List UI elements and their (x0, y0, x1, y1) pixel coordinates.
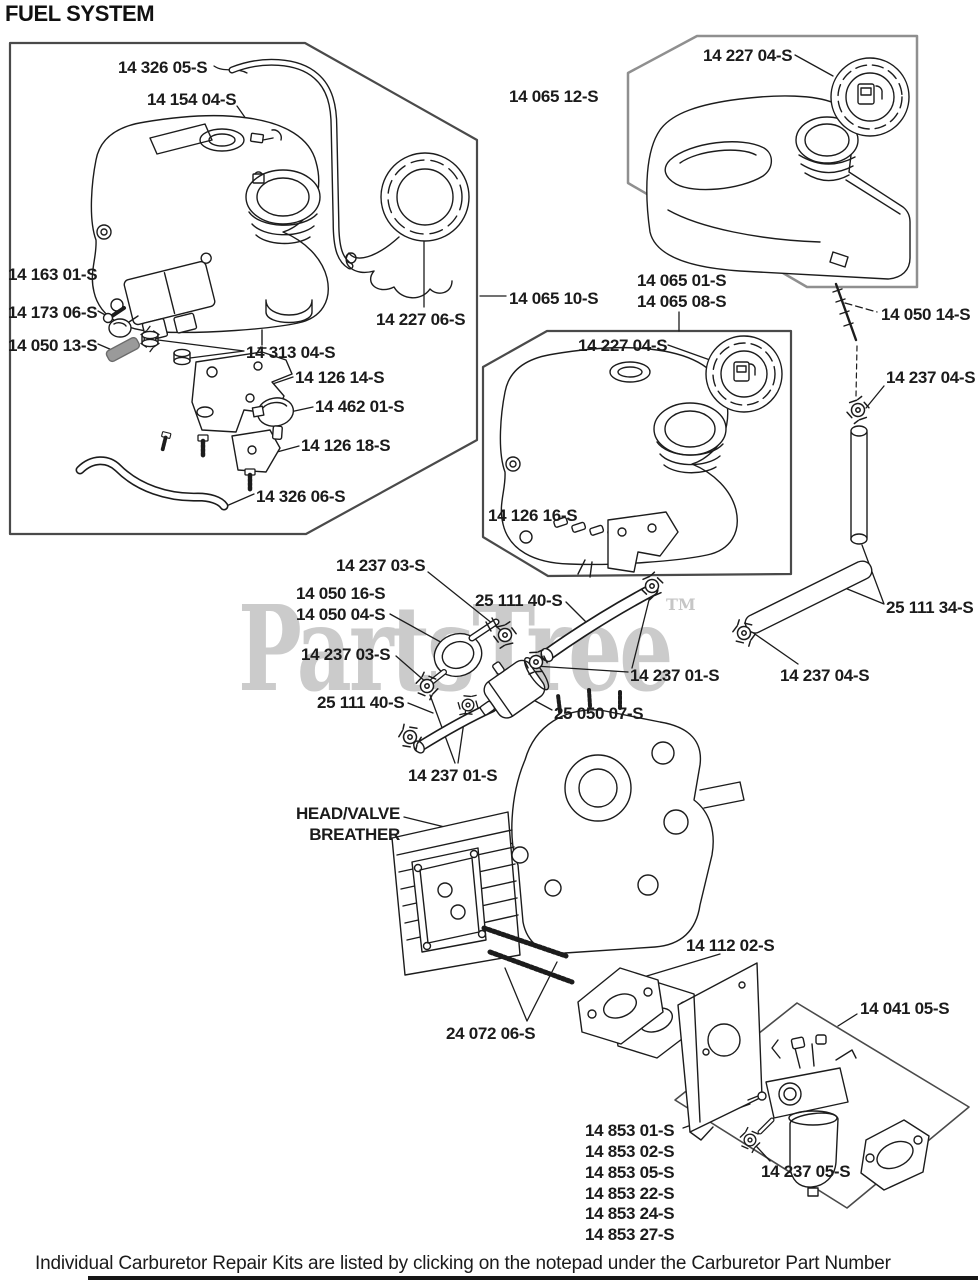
part-label-14-227-04-a[interactable]: 14 227 04-S (703, 46, 793, 65)
part-label-14-853-02[interactable]: 14 853 02-S (585, 1142, 675, 1161)
fuel-hose-top (228, 58, 354, 270)
head-studs (481, 925, 575, 985)
fuel-cap-left (345, 152, 470, 299)
fuel-tank-left (90, 115, 329, 349)
part-label-14-126-18[interactable]: 14 126 18-S (301, 436, 391, 455)
part-label-14-050-16[interactable]: 14 050 16-S (296, 584, 386, 603)
watermark-tm-mark: TM (666, 595, 696, 614)
gasket-pair (577, 967, 700, 1059)
part-label-14-126-14[interactable]: 14 126 14-S (295, 368, 385, 387)
cylinder-head (391, 811, 529, 976)
part-label-14-065-12[interactable]: 14 065 12-S (509, 87, 599, 106)
annotation-head-valve-breather: HEAD/VALVE BREATHER (244, 804, 400, 845)
fuel-filter-canister (479, 657, 550, 719)
part-label-14-227-06[interactable]: 14 227 06-S (376, 310, 466, 329)
part-label-14-237-04-a[interactable]: 14 237 04-S (886, 368, 976, 387)
fuel-tube-straight (850, 425, 868, 545)
part-label-14-112-02[interactable]: 14 112 02-S (686, 936, 775, 955)
footer-note: Individual Carburetor Repair Kits are li… (35, 1253, 891, 1274)
part-label-14-326-06[interactable]: 14 326 06-S (256, 487, 346, 506)
clamp-carb (738, 1125, 762, 1155)
part-label-25-111-40-a[interactable]: 25 111 40-S (475, 591, 563, 610)
annotation-line-2: BREATHER (309, 824, 400, 844)
heat-shield-plate (677, 962, 763, 1141)
part-label-24-072-06[interactable]: 24 072 06-S (446, 1024, 536, 1043)
part-label-14-237-03-b[interactable]: 14 237 03-S (301, 645, 391, 664)
carburetor (747, 1034, 857, 1197)
group-box-right (626, 34, 919, 289)
part-label-14-163-01[interactable]: 14 163 01-S (8, 265, 98, 284)
part-label-14-853-22[interactable]: 14 853 22-S (585, 1184, 675, 1203)
cap-tether (345, 236, 453, 299)
part-label-14-050-13[interactable]: 14 050 13-S (8, 336, 98, 355)
part-label-14-462-01[interactable]: 14 462 01-S (315, 397, 405, 416)
fuel-valve (251, 397, 295, 440)
part-label-14-853-24[interactable]: 14 853 24-S (585, 1204, 675, 1223)
fuel-pin-gray (105, 336, 141, 363)
solenoid-plunger (108, 315, 139, 338)
group-box-middle (481, 329, 793, 578)
part-label-14-853-27[interactable]: 14 853 27-S (585, 1225, 675, 1244)
fuel-cap-middle (705, 335, 783, 413)
tank-bracket-middle (607, 511, 679, 573)
part-label-14-237-01-a[interactable]: 14 237 01-S (630, 666, 720, 685)
engine-block (511, 688, 745, 954)
group-box-left (8, 41, 479, 536)
part-label-14-237-01-b[interactable]: 14 237 01-S (408, 766, 498, 785)
annotation-line-1: HEAD/VALVE (295, 804, 400, 823)
part-label-14-227-04-b[interactable]: 14 227 04-S (578, 336, 668, 355)
part-label-14-050-04[interactable]: 14 050 04-S (296, 605, 386, 624)
part-label-14-065-08[interactable]: 14 065 08-S (637, 292, 727, 311)
bottom-edge-line (88, 1276, 978, 1280)
fuel-hose-bottom (75, 456, 229, 511)
bracket-lower (231, 429, 281, 473)
part-label-25-050-07[interactable]: 25 050 07-S (554, 704, 644, 723)
part-label-14-050-14[interactable]: 14 050 14-S (881, 305, 971, 324)
fuel-cap-right (830, 57, 910, 137)
fuel-pickup-rod (832, 282, 858, 397)
jerry-can-tank (646, 95, 911, 280)
hose-clip-small (249, 129, 282, 144)
can-spout (795, 116, 859, 182)
page-title: FUEL SYSTEM (5, 1, 155, 26)
fuel-tank-middle (499, 347, 738, 578)
part-label-14-853-05[interactable]: 14 853 05-S (585, 1163, 675, 1182)
part-label-14-237-05[interactable]: 14 237 05-S (761, 1162, 851, 1181)
part-label-14-313-04[interactable]: 14 313 04-S (246, 343, 336, 362)
part-label-14-173-06[interactable]: 14 173 06-S (8, 303, 98, 322)
part-label-14-853-01[interactable]: 14 853 01-S (585, 1121, 675, 1140)
part-label-14-041-05[interactable]: 14 041 05-S (860, 999, 950, 1018)
fuel-tube-angled (744, 560, 873, 634)
part-label-25-111-34[interactable]: 25 111 34-S (886, 598, 974, 617)
part-label-14-154-04[interactable]: 14 154 04-S (147, 90, 237, 109)
part-label-25-111-40-b[interactable]: 25 111 40-S (317, 693, 405, 712)
part-label-14-065-10[interactable]: 14 065 10-S (509, 289, 599, 308)
inline-filter-round (421, 617, 500, 691)
fuel-hose-short (413, 701, 498, 754)
clamp-right-top (843, 393, 873, 427)
part-label-14-126-16[interactable]: 14 126 16-S (488, 506, 578, 525)
part-label-14-237-03-a[interactable]: 14 237 03-S (336, 556, 426, 575)
part-label-14-326-05[interactable]: 14 326 05-S (118, 58, 208, 77)
gasket-hex (860, 1119, 930, 1191)
part-label-14-237-04-b[interactable]: 14 237 04-S (780, 666, 870, 685)
part-label-14-065-01[interactable]: 14 065 01-S (637, 271, 727, 290)
